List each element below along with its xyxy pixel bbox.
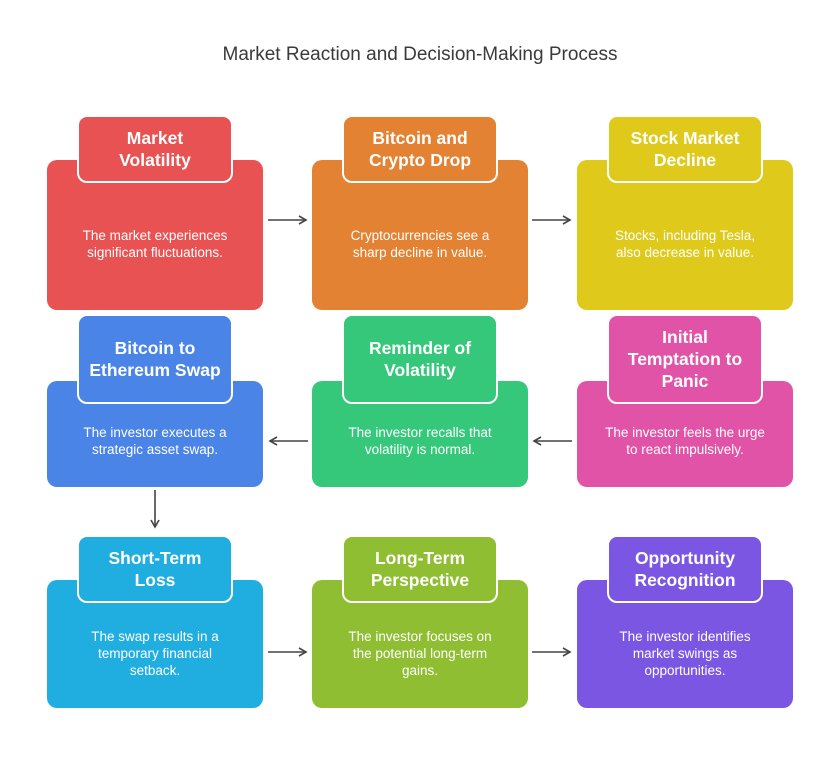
step-description: The investor executes a strategic asset … <box>83 425 227 457</box>
step-title: Initial Temptation to Panic <box>627 327 743 391</box>
step-body: The market experiences significant fluct… <box>47 160 263 310</box>
step-description: The investor focuses on the potential lo… <box>348 628 492 678</box>
step-title-tab: Bitcoin to Ethereum Swap <box>77 314 233 404</box>
step-description: Cryptocurrencies see a sharp decline in … <box>350 228 490 260</box>
step-body: Stocks, including Tesla, also decrease i… <box>577 160 793 310</box>
step-title: Short-Term Loss <box>108 548 202 590</box>
step-description: The investor identifies market swings as… <box>619 628 751 678</box>
step-description: The investor recalls that volatility is … <box>348 425 492 457</box>
step-title-tab: Reminder of Volatility <box>342 314 498 404</box>
step-title: Opportunity Recognition <box>634 548 736 590</box>
step-title: Long-Term Perspective <box>370 548 470 590</box>
step-description: The swap results in a temporary financia… <box>91 628 219 678</box>
step-title: Bitcoin and Crypto Drop <box>368 128 472 170</box>
step-title-tab: Initial Temptation to Panic <box>607 314 763 404</box>
step-title: Stock Market Decline <box>630 128 740 170</box>
step-description: The investor feels the urge to react imp… <box>605 425 765 457</box>
step-title: Bitcoin to Ethereum Swap <box>89 338 221 380</box>
step-title-tab: Short-Term Loss <box>77 535 233 603</box>
step-title: Market Volatility <box>119 128 191 170</box>
step-title-tab: Stock Market Decline <box>607 115 763 183</box>
step-title-tab: Opportunity Recognition <box>607 535 763 603</box>
step-body: Cryptocurrencies see a sharp decline in … <box>312 160 528 310</box>
step-title: Reminder of Volatility <box>368 338 472 380</box>
step-description: The market experiences significant fluct… <box>82 228 228 260</box>
step-description: Stocks, including Tesla, also decrease i… <box>614 228 756 260</box>
step-title-tab: Bitcoin and Crypto Drop <box>342 115 498 183</box>
step-title-tab: Long-Term Perspective <box>342 535 498 603</box>
diagram-title: Market Reaction and Decision-Making Proc… <box>222 44 618 65</box>
step-title-tab: Market Volatility <box>77 115 233 183</box>
